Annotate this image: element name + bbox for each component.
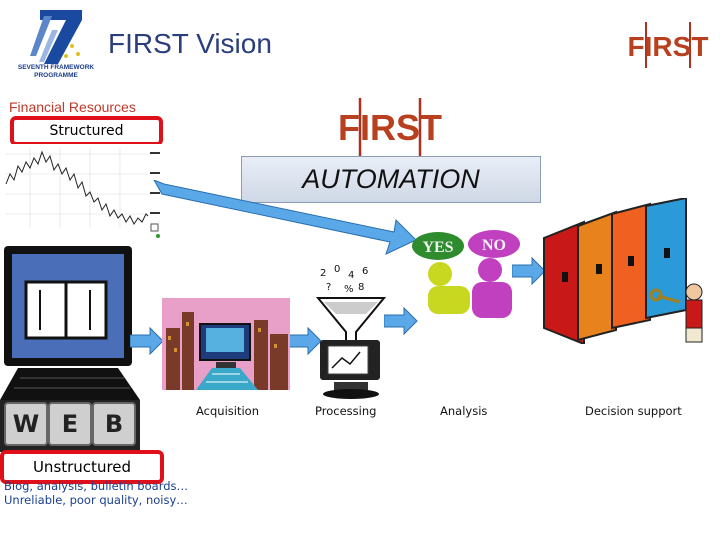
first-logo-top-text: FIRST <box>628 31 709 62</box>
unstructured-note-quality: Unreliable, poor quality, noisy… <box>4 493 188 507</box>
first-logo-center-text: FIRST <box>338 107 442 148</box>
stage-processing: Processing <box>315 404 377 418</box>
no-label: NO <box>482 237 506 254</box>
arrow-analysis-to-decision <box>512 256 546 286</box>
svg-text:?: ? <box>326 282 331 293</box>
svg-text:4: 4 <box>348 270 354 281</box>
web-key-e: E <box>48 402 92 446</box>
acquisition-image <box>162 298 290 390</box>
decision-doors-image <box>543 198 703 344</box>
first-logo-top: FIRST <box>626 22 710 68</box>
arrow-acquisition-to-processing <box>288 326 322 356</box>
svg-text:%: % <box>344 284 354 295</box>
stage-decision-support: Decision support <box>585 404 682 418</box>
yes-label: YES <box>422 239 453 256</box>
stage-analysis: Analysis <box>440 404 488 418</box>
page-title: FIRST Vision <box>108 28 272 59</box>
web-key-b: B <box>92 402 136 446</box>
automation-arrow <box>153 180 417 255</box>
svg-text:6: 6 <box>362 266 368 277</box>
arrow-processing-to-analysis <box>384 306 418 336</box>
structured-label: Structured <box>10 116 163 146</box>
financial-resources-label: Financial Resources <box>9 99 136 115</box>
arrow-web-to-acquisition <box>130 326 164 356</box>
svg-text:0: 0 <box>334 264 340 275</box>
unstructured-label: Unstructured <box>0 450 164 484</box>
web-key-w: W <box>4 402 48 446</box>
stock-chart-image <box>0 144 165 239</box>
fp7-logo-text: SEVENTH FRAMEWORK PROGRAMME <box>17 64 95 79</box>
first-logo-center: FIRST <box>338 98 442 156</box>
unstructured-note-sources: Blog, analysis, bulletin boards… <box>4 479 189 493</box>
svg-text:2: 2 <box>320 268 326 279</box>
svg-text:8: 8 <box>358 282 364 293</box>
stage-acquisition: Acquisition <box>196 404 259 418</box>
automation-box: AUTOMATION <box>241 156 541 203</box>
fp7-logo <box>30 10 82 64</box>
analysis-image: YES NO <box>412 230 520 318</box>
